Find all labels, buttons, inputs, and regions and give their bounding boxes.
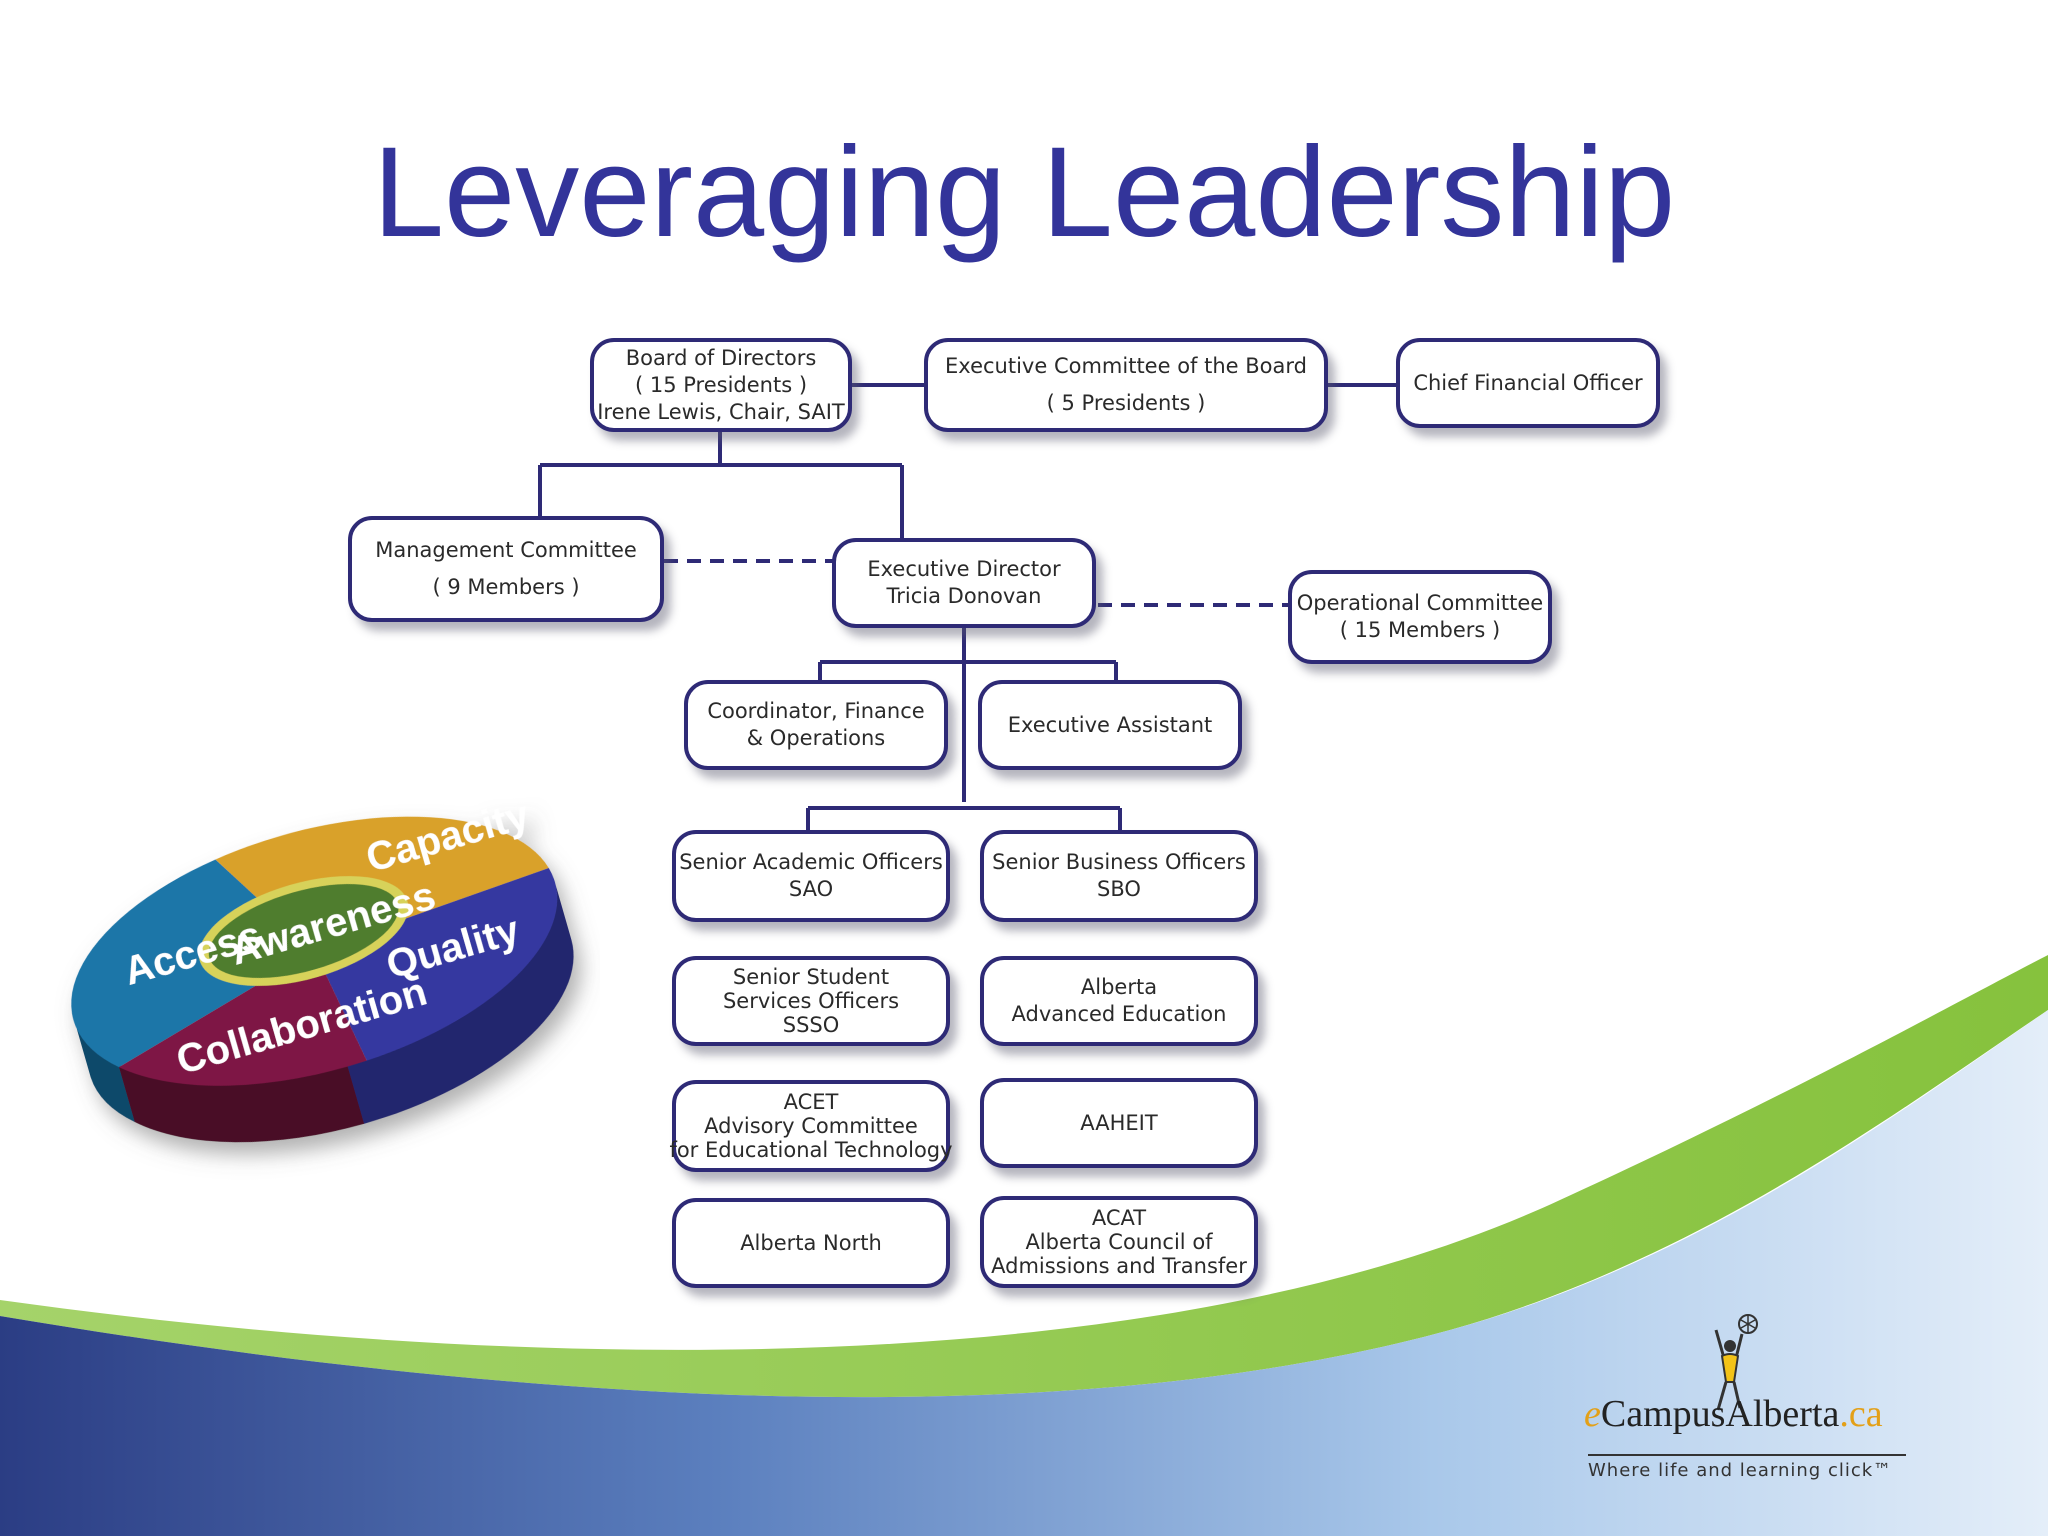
ecampus-figure-icon	[1714, 1314, 1758, 1411]
executive-assistant-box: Executive Assistant	[978, 680, 1242, 770]
operational-committee-box: Operational Committee ( 15 Members )	[1288, 570, 1552, 664]
acat-box: ACAT Alberta Council of Admissions and T…	[980, 1196, 1258, 1288]
sao-box: Senior Academic Officers SAO	[672, 830, 950, 922]
pie-side-quality	[347, 881, 574, 1124]
pie-side-collaboration	[118, 1064, 365, 1143]
pie-graphic: Access Capacity Quality Collaboration Aw…	[71, 792, 574, 1143]
chief-financial-officer-box: Chief Financial Officer	[1396, 338, 1660, 428]
alberta-north-box: Alberta North	[672, 1198, 950, 1288]
brand-e: e	[1584, 1393, 1601, 1435]
blue-band	[0, 1010, 2048, 1536]
executive-committee-box: Executive Committee of the Board ( 5 Pre…	[924, 338, 1328, 432]
pie-center	[208, 884, 399, 978]
ssso-box: Senior Student Services Officers SSSO	[672, 956, 950, 1046]
executive-director-box: Executive Director Tricia Donovan	[832, 538, 1096, 628]
sbo-box: Senior Business Officers SBO	[980, 830, 1258, 922]
management-committee-box: Management Committee ( 9 Members )	[348, 516, 664, 622]
board-of-directors-box: Board of Directors ( 15 Presidents ) Ire…	[590, 338, 852, 432]
alberta-advanced-education-box: Alberta Advanced Education	[980, 956, 1258, 1046]
brand-main: CampusAlberta	[1600, 1393, 1840, 1435]
page-title: Leveraging Leadership	[372, 121, 1676, 264]
ecampus-brand: eCampusAlberta.ca	[1584, 1392, 1906, 1436]
brand-tagline: Where life and learning click™	[1588, 1454, 1906, 1481]
coordinator-finance-box: Coordinator, Finance & Operations	[684, 680, 948, 770]
pie-segment-collaboration	[118, 950, 367, 1086]
green-swoosh	[0, 955, 2048, 1398]
acet-box: ACET Advisory Committee for Educational …	[669, 1080, 953, 1172]
pie-segment-quality	[314, 867, 558, 1061]
brand-tld: .ca	[1839, 1393, 1883, 1435]
aaheit-box: AAHEIT	[980, 1078, 1258, 1168]
